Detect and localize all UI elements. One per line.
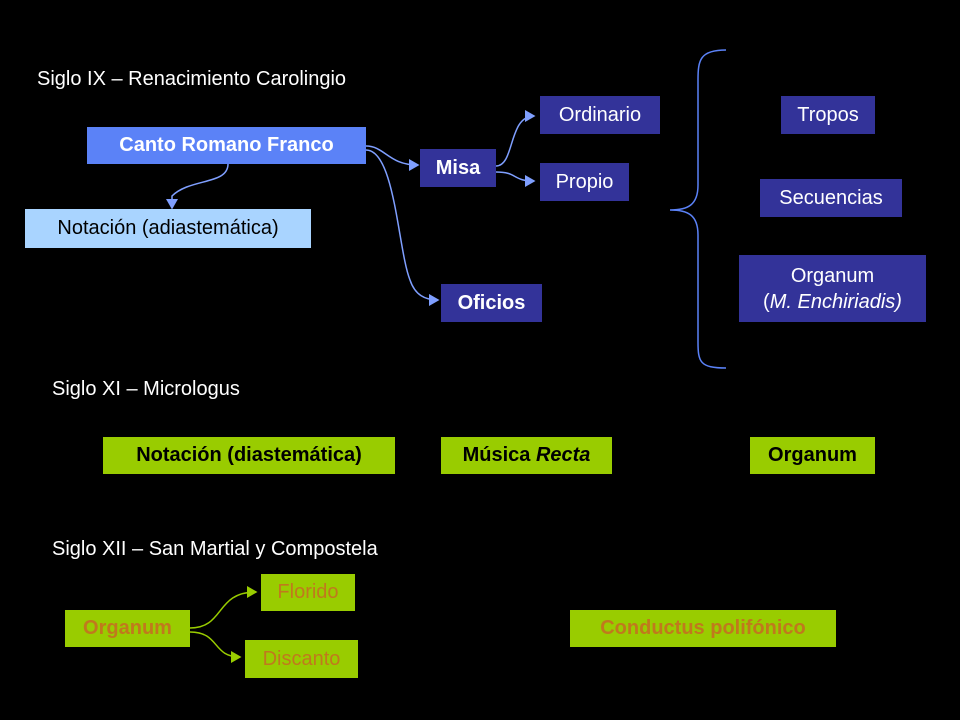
node-oficios: Oficios [441,284,542,322]
enchiriadis-title: M. Enchiriadis) [769,290,902,313]
node-notacion-adiastematica: Notación (adiastemática) [25,209,311,248]
musica-label: Música [462,444,536,466]
node-ordinario: Ordinario [540,96,660,134]
node-tropos: Tropos [781,96,875,134]
link-canto-misa [365,145,420,171]
heading-siglo-xii: Siglo XII – San Martial y Compostela [52,538,378,560]
node-discanto: Discanto [245,640,358,678]
link-organum-florido [189,586,258,629]
node-florido: Florido [261,574,355,611]
heading-siglo-xi: Siglo XI – Micrologus [52,378,240,400]
link-organum-discanto [189,631,242,663]
node-misa: Misa [420,149,496,187]
node-notacion-diastematica: Notación (diastemática) [103,437,395,474]
link-misa-ordinario [495,110,536,167]
node-conductus-polifonico: Conductus polifónico [570,610,836,647]
node-canto-romano-franco: Canto Romano Franco [87,127,366,164]
heading-siglo-ix: Siglo IX – Renacimiento Carolingio [37,68,347,90]
node-organum-xii: Organum [65,610,190,647]
node-propio: Propio [540,163,629,201]
link-canto-notacion [166,163,229,210]
brace [669,49,727,369]
enchiriadis-open-paren: ( [763,290,770,313]
node-secuencias: Secuencias [760,179,902,217]
node-organum-xi: Organum [750,437,875,474]
organum-label: Organum [790,264,875,287]
link-misa-propio [495,171,536,187]
node-organum-enchiriadis: Organum (M. Enchiriadis) [739,255,926,322]
link-canto-oficios [365,149,440,306]
enchiriadis-label: (M. Enchiriadis) [763,289,902,315]
node-musica-recta: Música Recta [441,437,612,474]
recta-label: Recta [535,444,591,466]
